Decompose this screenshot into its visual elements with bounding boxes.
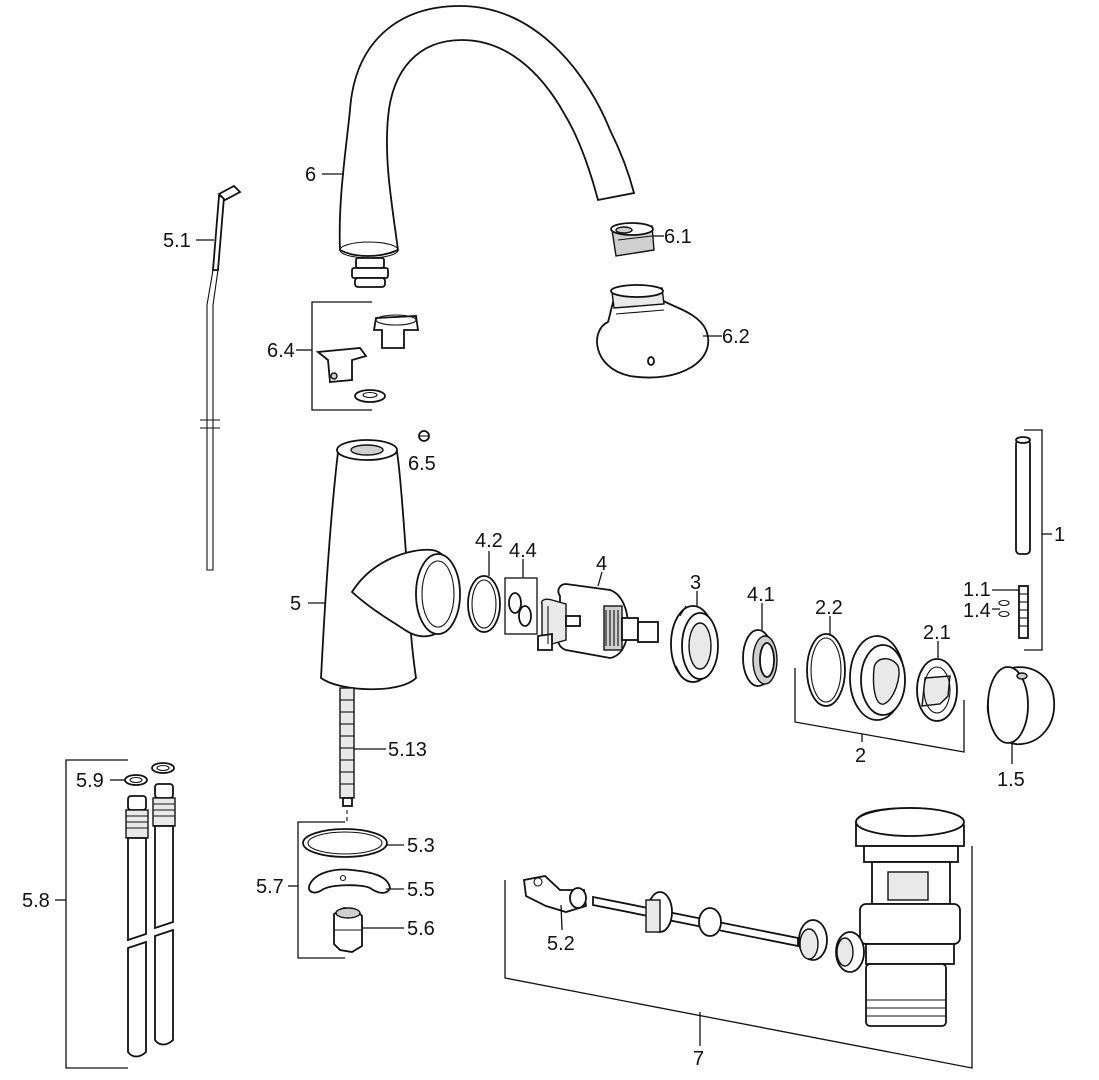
label-5-9: 5.9 — [76, 770, 104, 792]
nut-part-3 — [670, 605, 719, 683]
seals-part-4-4 — [504, 577, 538, 635]
label-1: 1 — [1054, 524, 1065, 546]
pin-part-1-1 — [1018, 585, 1029, 639]
label-4: 4 — [596, 553, 607, 575]
label-5-3: 5.3 — [407, 835, 435, 857]
flex-hose-right — [152, 783, 176, 1046]
o-ring-part-4-2 — [467, 575, 501, 633]
label-4-1: 4.1 — [747, 584, 775, 606]
bracket-5-7 — [297, 821, 345, 959]
label-5: 5 — [290, 593, 301, 615]
bracket-7 — [504, 846, 973, 1069]
label-5-13: 5.13 — [388, 739, 427, 761]
label-6-2: 6.2 — [722, 326, 750, 348]
horseshoe-washer-part-5-5 — [308, 868, 391, 894]
label-2-1: 2.1 — [923, 622, 951, 644]
leader-lines — [55, 173, 1052, 1046]
label-1-4: 1.4 — [963, 600, 991, 622]
label-2: 2 — [855, 745, 866, 767]
label-1-5: 1.5 — [997, 769, 1025, 791]
label-5-2: 5.2 — [547, 933, 575, 955]
screw-part-6-5 — [418, 430, 430, 442]
lift-rod-part-5-1 — [200, 184, 242, 571]
label-5-8: 5.8 — [22, 890, 50, 912]
label-6-1: 6.1 — [664, 226, 692, 248]
label-5-7: 5.7 — [256, 876, 284, 898]
pivot-rod-part — [592, 891, 799, 948]
rings-part-1-4 — [998, 599, 1010, 618]
label-5-6: 5.6 — [407, 918, 435, 940]
adapter-part-4-1 — [742, 629, 778, 687]
bracket-6-4 — [311, 301, 372, 411]
spout-part-6 — [338, 5, 636, 259]
label-1-1: 1.1 — [963, 579, 991, 601]
pivot-bracket-part-5-2 — [523, 875, 587, 913]
pop-up-waste-body — [835, 807, 965, 1027]
aerator-part-6-1 — [610, 222, 655, 257]
lever-ring-part-2-1 — [916, 658, 958, 722]
flex-hose-left — [125, 795, 149, 1058]
label-7: 7 — [693, 1048, 704, 1070]
label-3: 3 — [690, 572, 701, 594]
label-5-1: 5.1 — [163, 230, 191, 252]
label-4-4: 4.4 — [509, 540, 537, 562]
washer-part — [354, 389, 386, 403]
label-5-5: 5.5 — [407, 879, 435, 901]
faucet-body-part-5 — [320, 439, 461, 691]
label-2-2: 2.2 — [815, 597, 843, 619]
label-6-4: 6.4 — [267, 340, 295, 362]
label-6: 6 — [305, 164, 316, 186]
bracket-5-8 — [65, 759, 128, 1069]
rod-nut-part — [798, 919, 828, 961]
cartridge-part-4 — [537, 583, 659, 659]
label-6-5: 6.5 — [408, 453, 436, 475]
handle-part-1-5 — [986, 666, 1055, 746]
spout-outlet-connector — [351, 257, 389, 288]
o-ring-part-2-2 — [806, 633, 846, 707]
retaining-sleeve-part — [315, 347, 368, 383]
seal-ring-part-5-9 — [124, 762, 175, 786]
clip-part — [372, 314, 420, 349]
escutcheon-sleeve — [849, 635, 906, 721]
nut-part-5-6 — [333, 907, 363, 953]
spout-base-cap-part-6-2 — [596, 284, 709, 379]
label-4-2: 4.2 — [475, 530, 503, 552]
o-ring-part-5-3 — [302, 828, 388, 858]
bracket-1 — [1024, 429, 1043, 651]
bracket-2 — [794, 668, 965, 753]
rod-part-1 — [1015, 436, 1031, 555]
threaded-rod-part-5-13 — [339, 687, 355, 824]
